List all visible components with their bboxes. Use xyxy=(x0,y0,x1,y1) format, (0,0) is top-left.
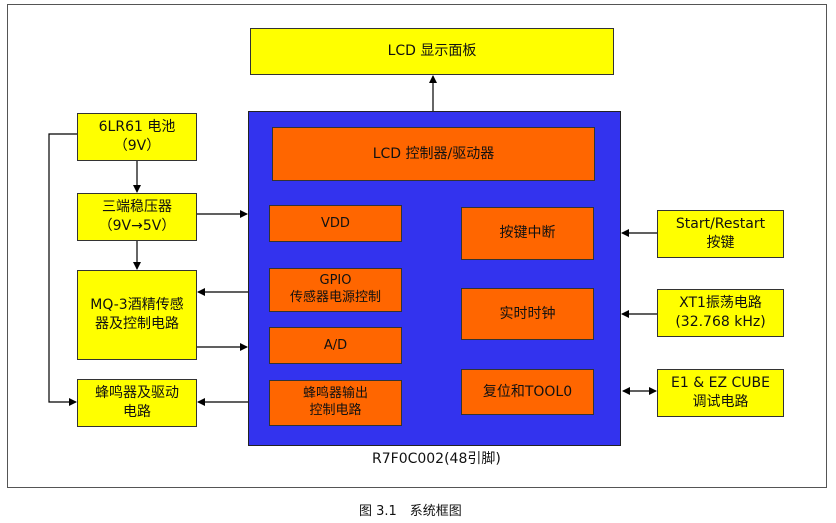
battery-box: 6LR61 电池 （9V） xyxy=(77,113,197,161)
lcd-panel: LCD 显示面板 xyxy=(250,28,614,75)
key-interrupt-block: 按键中断 xyxy=(461,207,594,260)
regulator-box: 三端稳压器 （9V→5V） xyxy=(77,193,197,241)
start-key-label-2: 按键 xyxy=(706,235,735,251)
figure-frame xyxy=(7,4,827,488)
crystal-box: XT1振荡电路 (32.768 kHz) xyxy=(657,289,784,337)
sensor-label-2: 器及控制电路 xyxy=(95,316,179,332)
gpio-label: GPIO xyxy=(319,273,352,289)
buzzer-output-label-2: 控制电路 xyxy=(309,403,362,418)
buzzer-box: 蜂鸣器及驱动 电路 xyxy=(77,379,197,427)
regulator-voltage: （9V→5V） xyxy=(98,218,176,234)
sensor-box: MQ-3酒精传感 器及控制电路 xyxy=(77,270,197,360)
rtc-block: 实时时钟 xyxy=(461,288,594,340)
start-key-label-1: Start/Restart xyxy=(675,216,766,233)
crystal-label-2: (32.768 kHz) xyxy=(675,314,766,330)
battery-voltage: （9V） xyxy=(113,138,161,154)
debugger-box: E1 & EZ CUBE 调试电路 xyxy=(657,369,784,417)
debugger-label-1: E1 & EZ CUBE xyxy=(671,375,770,392)
buzzer-output-block: 蜂鸣器输出 控制电路 xyxy=(269,380,402,426)
debugger-label-2: 调试电路 xyxy=(692,394,749,410)
gpio-block: GPIO 传感器电源控制 xyxy=(269,268,402,312)
start-key-box: Start/Restart 按键 xyxy=(657,210,784,258)
reset-tool-block: 复位和TOOL0 xyxy=(461,369,594,415)
ad-block: A/D xyxy=(269,327,402,364)
buzzer-label-1: 蜂鸣器及驱动 xyxy=(95,385,179,402)
gpio-desc: 传感器电源控制 xyxy=(289,290,381,305)
sensor-label-1: MQ-3酒精传感 xyxy=(90,297,184,314)
figure-caption: 图 3.1 系统框图 xyxy=(359,504,462,519)
regulator-label: 三端稳压器 xyxy=(102,199,172,216)
crystal-label-1: XT1振荡电路 xyxy=(679,295,762,312)
vdd-block: VDD xyxy=(269,205,402,242)
lcd-controller-block: LCD 控制器/驱动器 xyxy=(272,127,595,181)
mcu-name: R7F0C002(48引脚) xyxy=(372,451,501,467)
battery-to-buzzer-line xyxy=(48,133,77,406)
buzzer-label-2: 电路 xyxy=(123,404,151,420)
buzzer-output-label-1: 蜂鸣器输出 xyxy=(302,386,368,402)
battery-label: 6LR61 电池 xyxy=(98,119,176,136)
